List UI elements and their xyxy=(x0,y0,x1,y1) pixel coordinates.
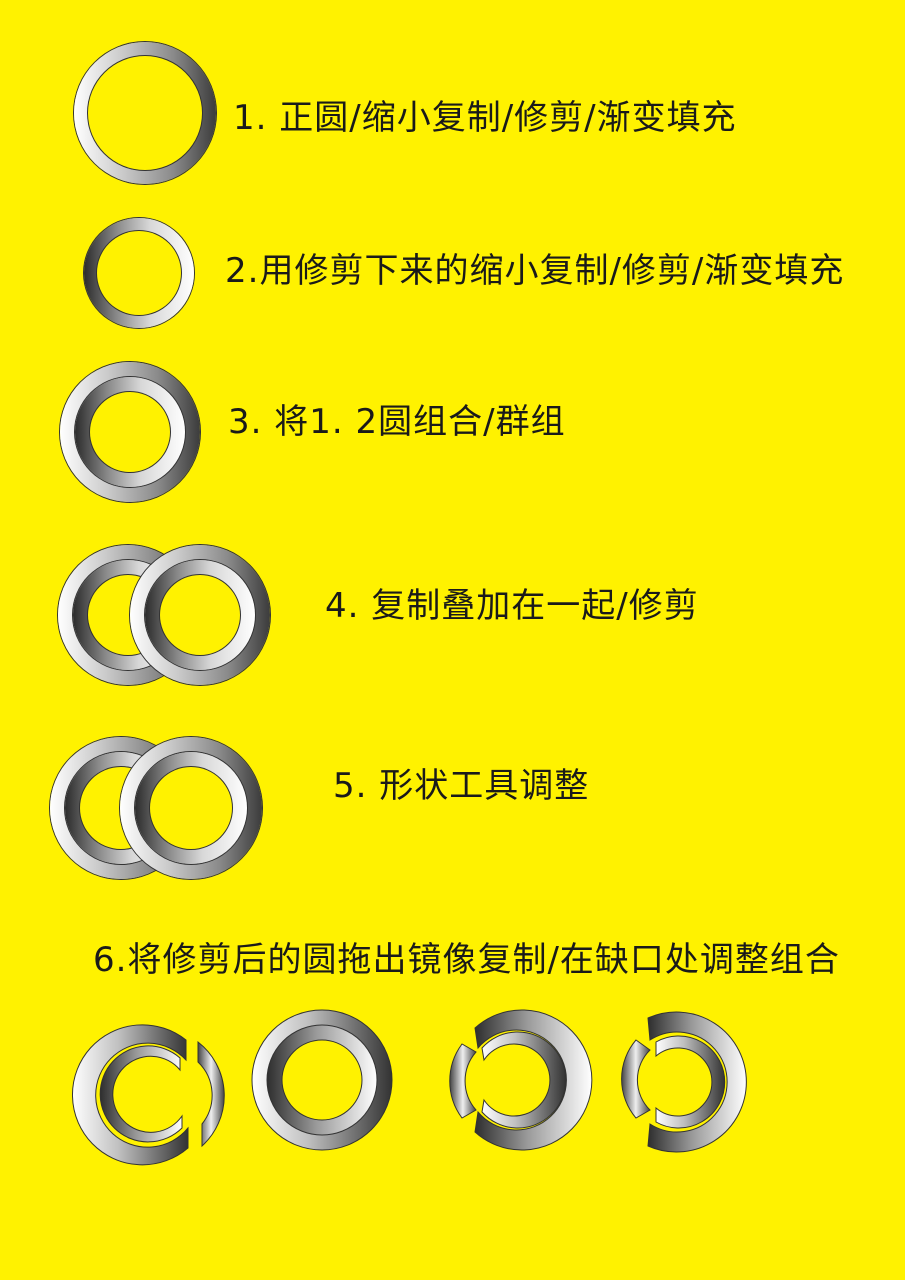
step6-fig4-inner-arc xyxy=(655,1035,726,1129)
step3-inner-ring xyxy=(75,377,185,487)
step1-ring xyxy=(74,42,216,184)
step4-ring-right xyxy=(130,545,270,685)
step4-text: 4. 复制叠加在一起/修剪 xyxy=(325,586,699,626)
step6-fig3-left-piece xyxy=(449,1043,477,1119)
step4-ring-right-hole xyxy=(160,575,240,655)
step6-figure-2 xyxy=(251,1009,393,1151)
step5-ring-right-inner xyxy=(135,752,247,864)
step3-ring-hole xyxy=(90,392,170,472)
step6-fig1-inner-arc xyxy=(99,1045,183,1143)
step6-fig4-left-piece xyxy=(621,1039,651,1119)
step1-text: 1. 正圆/缩小复制/修剪/渐变填充 xyxy=(233,98,737,138)
step3-text: 3. 将1. 2圆组合/群组 xyxy=(228,402,566,442)
step6-text: 6.将修剪后的圆拖出镜像复制/在缺口处调整组合 xyxy=(93,940,840,980)
step6-fig4-main-arc xyxy=(647,1011,747,1153)
step6-figure-4 xyxy=(621,1011,747,1153)
step2-ring xyxy=(84,218,194,328)
step5-ring-right xyxy=(120,737,262,879)
step6-figure-3 xyxy=(449,1009,593,1151)
step3-outer-ring xyxy=(60,362,200,502)
step6-fig1-right-arc xyxy=(197,1040,225,1148)
step5-ring-right-hole xyxy=(150,767,232,849)
step5-text: 5. 形状工具调整 xyxy=(333,766,590,806)
step4-ring-right-inner xyxy=(145,560,255,670)
step6-fig3-main-arc xyxy=(474,1009,593,1151)
step6-fig1-left-arc xyxy=(71,1024,189,1166)
step1-ring-hole xyxy=(88,56,202,170)
step6-fig3-inner-arc xyxy=(481,1031,567,1129)
step6-figure-1 xyxy=(71,1024,225,1166)
step2-ring-hole xyxy=(97,231,181,315)
step2-text: 2.用修剪下来的缩小复制/修剪/渐变填充 xyxy=(225,251,845,291)
